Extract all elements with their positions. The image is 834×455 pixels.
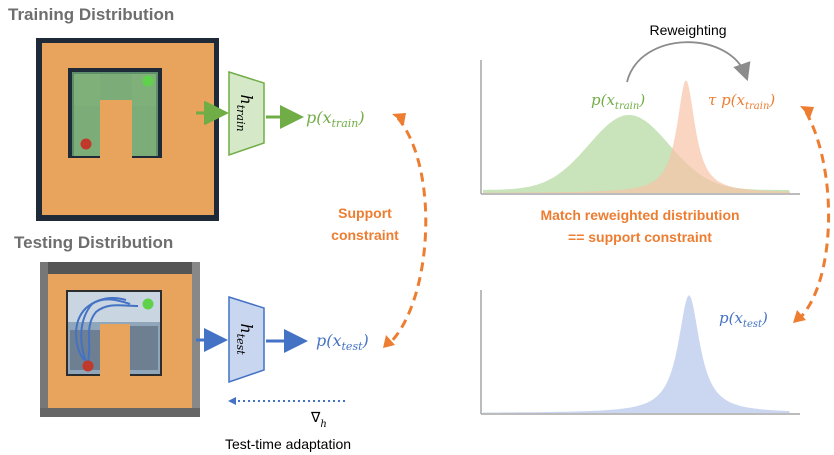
maze-train-image [36, 38, 219, 221]
start-dot [80, 138, 92, 150]
reweighting-arrow [626, 41, 751, 83]
p-x-test-label: p(xtest) [316, 331, 369, 353]
support-constraint-label-1: Support [338, 205, 392, 221]
top-green-label: p(xtrain) [591, 91, 645, 112]
p-x-train-label: p(xtrain) [306, 108, 365, 130]
test-time-adaptation-label: Test-time adaptation [225, 436, 351, 452]
train-distribution-curve [483, 115, 790, 193]
support-constraint-arc [388, 117, 428, 345]
match-label-2: == support constraint [568, 229, 712, 245]
top-orange-label: τ p(xtrain) [708, 91, 775, 112]
svg-text:htrain: htrain [234, 94, 256, 131]
training-distribution-heading: Training Distribution [8, 5, 174, 24]
gradient-symbol: ∇h [310, 409, 327, 430]
test-distribution-curve [483, 295, 790, 413]
support-constraint-label-2: constraint [331, 227, 399, 243]
reweighting-label: Reweighting [649, 22, 726, 38]
encoder-test: htest [228, 295, 265, 384]
encoder-test-subscript: test [234, 334, 247, 356]
testing-distribution-heading: Testing Distribution [14, 233, 173, 252]
goal-dot [142, 75, 154, 87]
encoder-train-subscript: train [234, 105, 247, 132]
maze-test-image [40, 262, 200, 417]
encoder-test-symbol: h [237, 323, 256, 333]
bottom-plot [480, 290, 800, 415]
start-dot [82, 360, 94, 372]
match-label-1: Match reweighted distribution [540, 207, 739, 223]
top-plot [480, 60, 800, 195]
svg-text:htest: htest [234, 323, 256, 355]
encoder-train: htrain [228, 70, 265, 157]
encoder-train-symbol: h [237, 94, 256, 104]
bottom-blue-label: p(xtest) [719, 309, 768, 330]
goal-dot [142, 298, 154, 310]
right-constraint-arc [798, 111, 830, 320]
